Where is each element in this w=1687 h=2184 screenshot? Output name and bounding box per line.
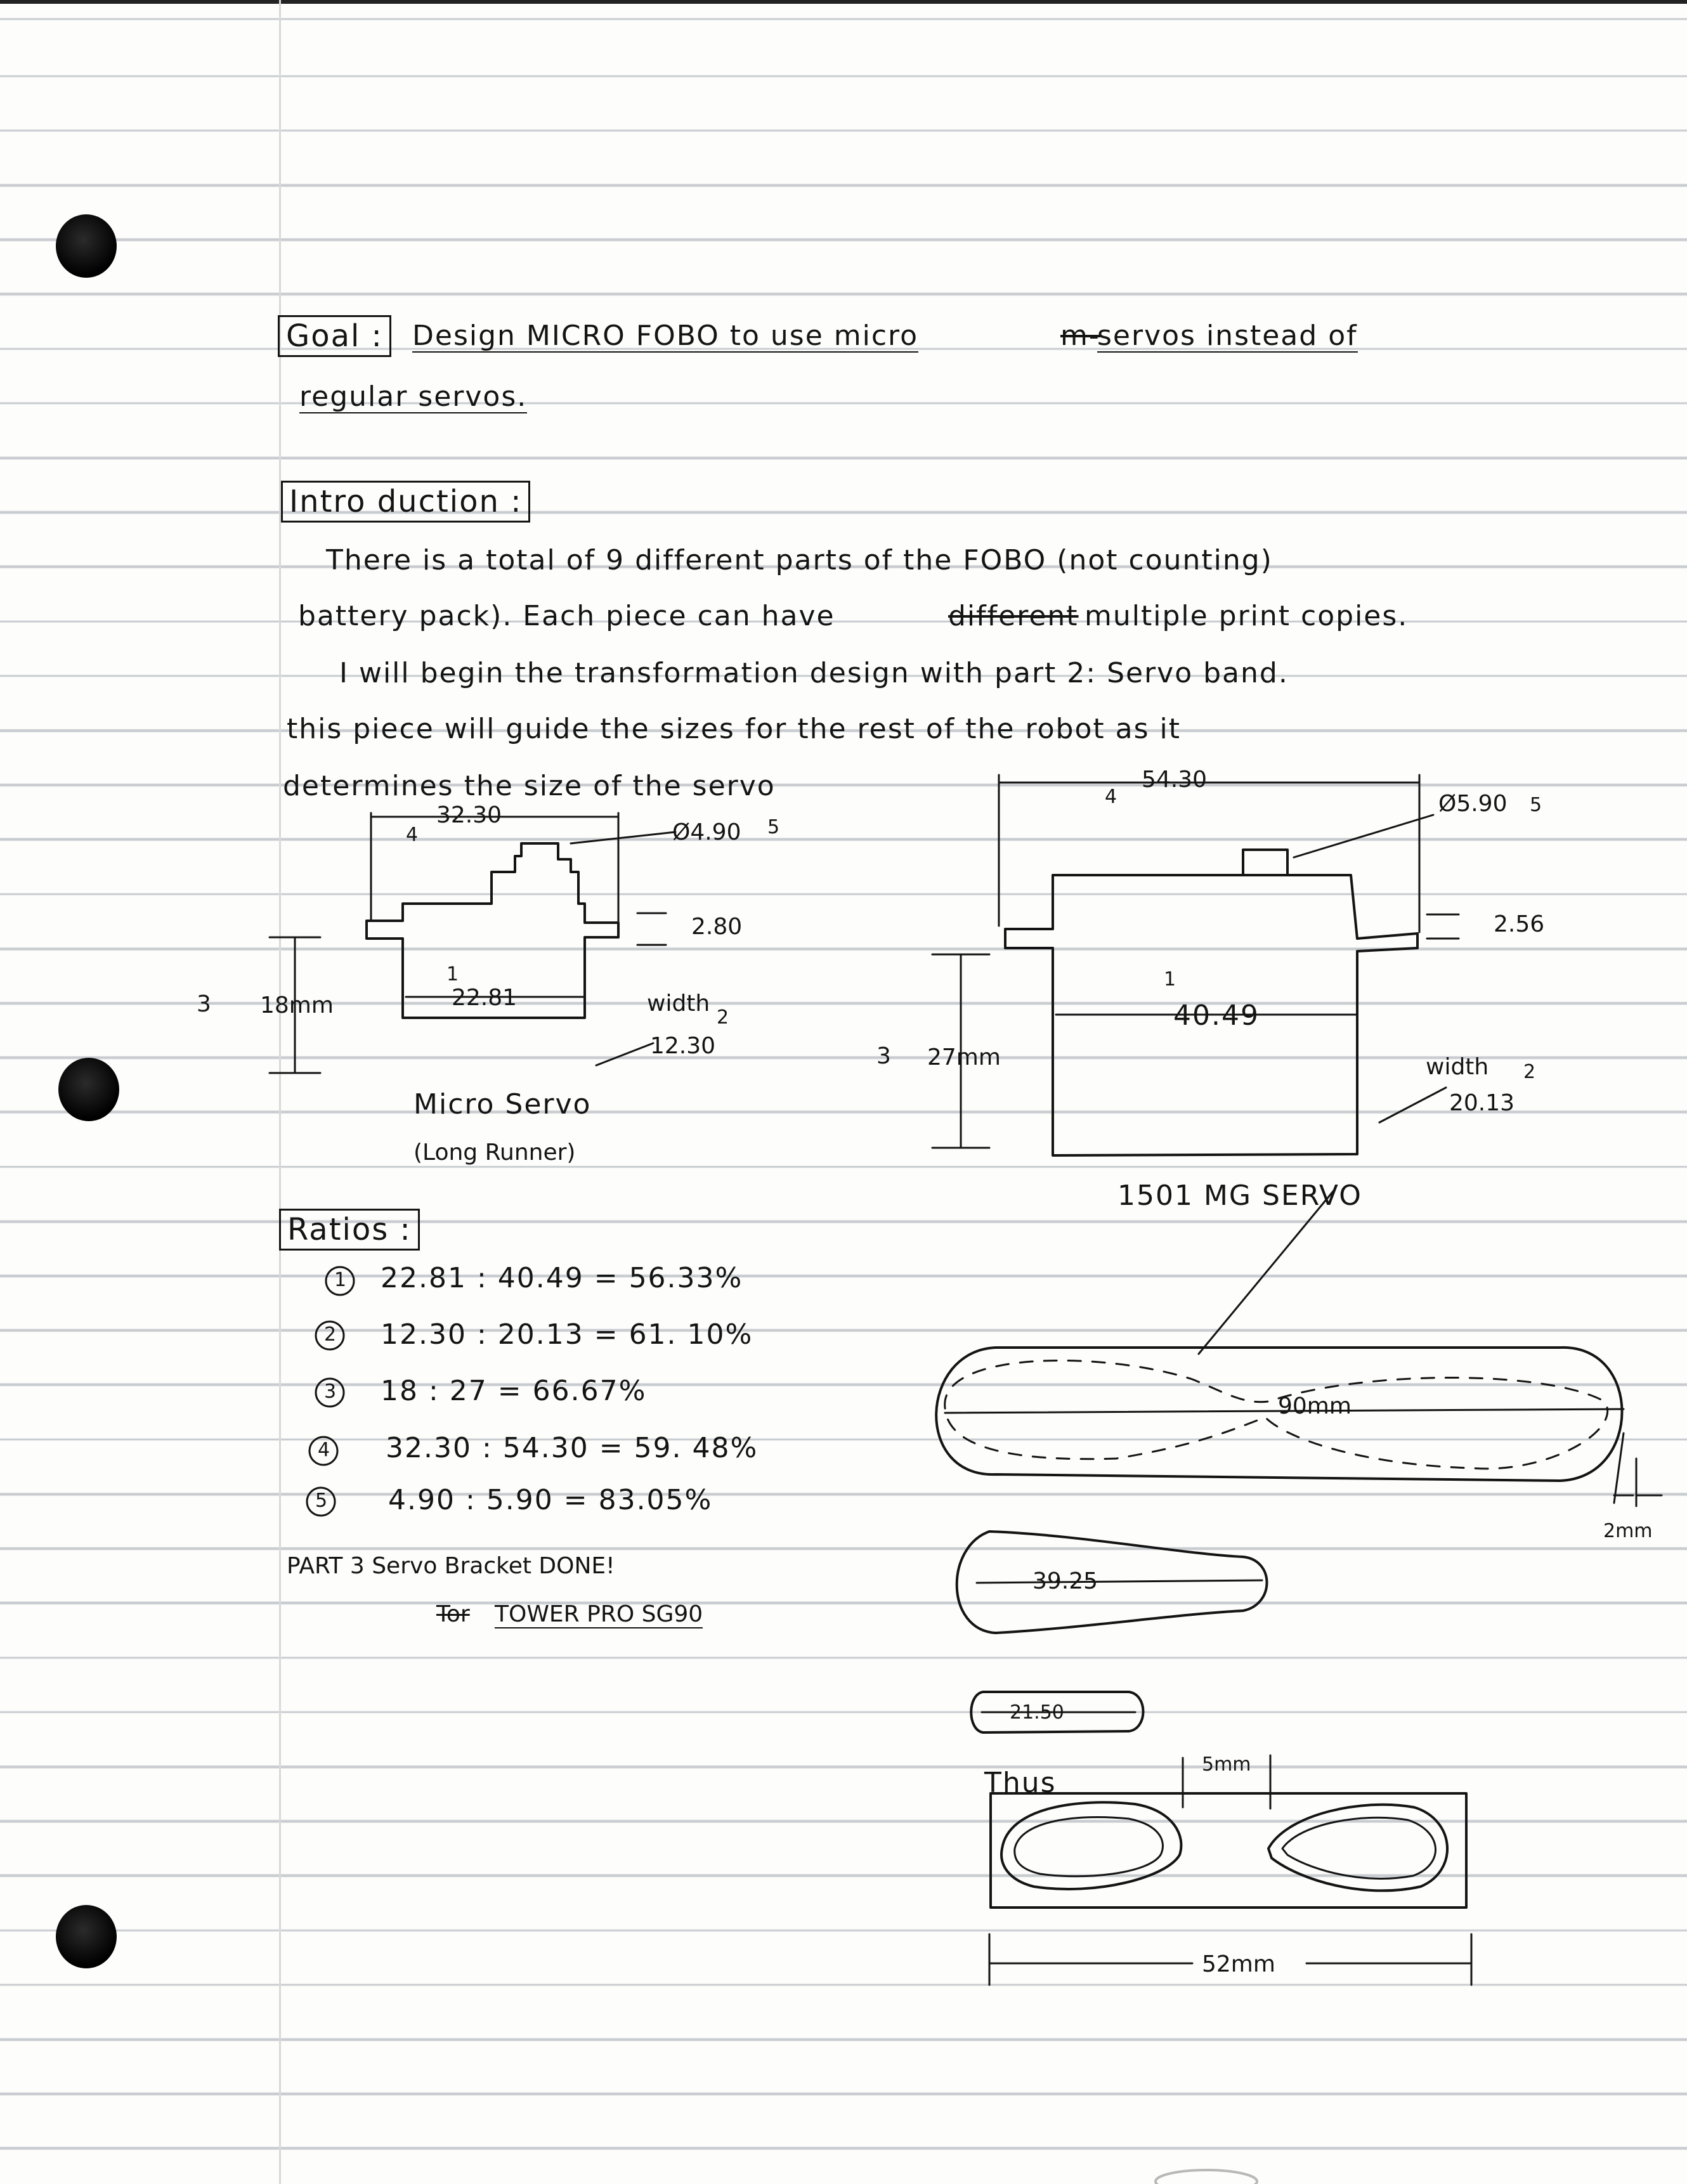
- ratios-label: Ratios :: [279, 1209, 420, 1251]
- horn-long-dim: 90mm: [1278, 1393, 1352, 1419]
- introduction-label: Intro duction :: [281, 481, 531, 523]
- ratio-marker-1: 1: [334, 1269, 347, 1291]
- intro-line4: this piece will guide the sizes for the …: [287, 713, 1181, 745]
- ratio-circles: [306, 1266, 355, 1517]
- horn-thus: Thus: [984, 1767, 1057, 1799]
- large-caption: 1501 MG SERVO: [1117, 1180, 1362, 1212]
- intro-line5: determines the size of the servo: [283, 770, 776, 802]
- micro-caption-1: Micro Servo: [414, 1088, 592, 1121]
- micro-marker-top: 4: [406, 824, 419, 846]
- horn-edge-dim: 2mm: [1603, 1520, 1653, 1542]
- goal-line1: Design MICRO FOBO to use micro: [412, 320, 919, 353]
- micro-width-value: 12.30: [650, 1033, 716, 1059]
- goal-label: Goal :: [278, 315, 391, 357]
- ratio-marker-5: 5: [315, 1490, 328, 1512]
- intro-line2-struck: different: [948, 600, 1079, 632]
- horn-sketches: [935, 1188, 1663, 1986]
- goal-line1b: servos instead of: [1097, 320, 1358, 353]
- large-dim-tab: 2.56: [1494, 911, 1545, 937]
- ratio-marker-3: 3: [324, 1381, 337, 1403]
- micro-marker-height: 3: [197, 991, 211, 1017]
- large-marker-width: 2: [1523, 1061, 1536, 1083]
- ratio-marker-2: 2: [324, 1323, 337, 1346]
- large-marker-shaft: 5: [1530, 794, 1542, 816]
- micro-dim-top: 32.30: [436, 802, 502, 828]
- micro-dim-tab: 2.80: [691, 914, 743, 940]
- intro-line2b: multiple print copies.: [1084, 600, 1409, 632]
- micro-marker-width: 2: [717, 1006, 729, 1029]
- intro-line2a: battery pack). Each piece can have: [298, 600, 835, 632]
- goal-struck: m-: [1060, 320, 1100, 352]
- punch-hole-bottom: [56, 1905, 117, 1968]
- micro-height: 18mm: [260, 992, 334, 1018]
- part3-struck: Tor: [436, 1601, 470, 1627]
- goal-line2: regular servos.: [299, 380, 528, 413]
- large-dim-shaft: Ø5.90: [1438, 791, 1508, 817]
- micro-width-label: width: [647, 991, 710, 1017]
- large-dim-body: 40.49: [1173, 999, 1260, 1032]
- ratio-marker-4: 4: [318, 1439, 330, 1461]
- large-width-value: 20.13: [1449, 1090, 1515, 1116]
- ratio-3: 18 : 27 = 66.67%: [381, 1375, 647, 1407]
- punch-hole-top: [56, 214, 117, 278]
- large-dim-top: 54.30: [1142, 767, 1208, 793]
- micro-dim-body: 22.81: [452, 985, 518, 1011]
- horn-small-dim: 21.50: [1010, 1701, 1064, 1724]
- micro-dim-shaft: Ø4.90: [672, 819, 741, 845]
- large-width-label: width: [1426, 1054, 1489, 1080]
- margin-line: [279, 0, 281, 2184]
- micro-servo-sketch: [268, 812, 677, 1074]
- page-top-edge: [0, 0, 1687, 4]
- part3-line1: PART 3 Servo Bracket DONE!: [287, 1553, 615, 1579]
- ratio-4: 32.30 : 54.30 = 59. 48%: [386, 1432, 759, 1464]
- micro-caption-2: (Long Runner): [414, 1140, 576, 1166]
- horn-gap-dim: 5mm: [1202, 1753, 1251, 1776]
- large-servo-sketch: [931, 774, 1460, 1157]
- ratio-5: 4.90 : 5.90 = 83.05%: [388, 1484, 713, 1516]
- micro-marker-shaft: 5: [767, 816, 780, 838]
- large-marker-height: 3: [876, 1043, 891, 1069]
- ratio-1: 22.81 : 40.49 = 56.33%: [381, 1262, 743, 1294]
- large-marker-top: 4: [1105, 786, 1117, 808]
- part3-line2: TOWER PRO SG90: [495, 1601, 703, 1628]
- horn-medium-dim: 39.25: [1032, 1568, 1098, 1594]
- ratio-2: 12.30 : 20.13 = 61. 10%: [381, 1318, 753, 1351]
- large-marker-body: 1: [1164, 968, 1176, 991]
- horn-width-dim: 52mm: [1202, 1951, 1275, 1977]
- large-height: 27mm: [927, 1044, 1001, 1070]
- punch-hole-middle: [58, 1058, 119, 1121]
- micro-marker-body: 1: [446, 963, 459, 985]
- intro-line3: I will begin the transformation design w…: [339, 657, 1289, 689]
- bottom-scuff: [1154, 2169, 1258, 2184]
- intro-line1: There is a total of 9 different parts of…: [326, 544, 1273, 576]
